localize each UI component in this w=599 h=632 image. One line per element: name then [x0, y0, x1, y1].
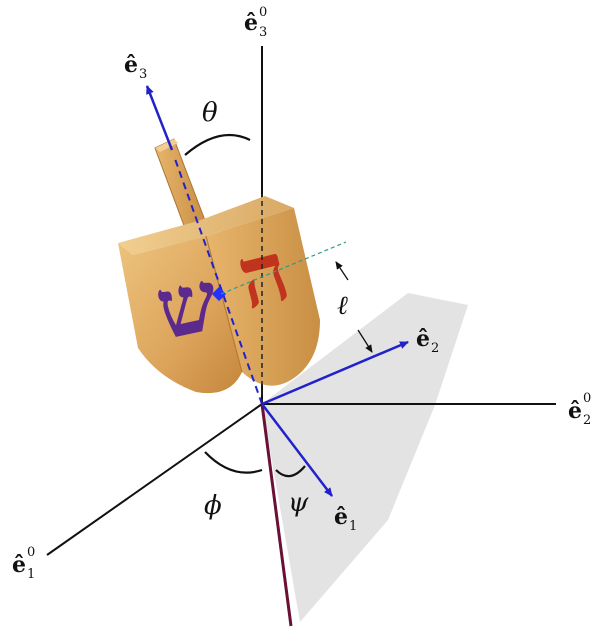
label-ell: ℓ [337, 291, 348, 321]
axis-e3-body [145, 85, 174, 151]
svg-text:ê: ê [244, 10, 258, 36]
label-e1-space: ê 1 0 [12, 545, 35, 582]
ell-arrow-up [335, 261, 349, 281]
svg-text:ê: ê [334, 504, 348, 530]
label-e1-body: ê 1 [334, 504, 357, 534]
svg-text:2: 2 [431, 341, 439, 356]
svg-text:ê: ê [12, 552, 26, 578]
dreidel-side-face [206, 208, 320, 386]
svg-text:ê: ê [124, 52, 138, 78]
svg-text:0: 0 [259, 5, 267, 20]
label-psi: ψ [288, 488, 309, 518]
ell-guide-line [220, 241, 347, 295]
svg-text:0: 0 [583, 391, 591, 406]
body-plane [262, 293, 468, 622]
symmetry-axis-dashed [173, 155, 263, 405]
phi-arc [204, 451, 263, 474]
axis-e2-body [261, 340, 409, 406]
svg-text:1: 1 [349, 519, 357, 534]
ell-arrow-down [357, 329, 373, 353]
psi-arc [275, 465, 306, 478]
axis-e1-space [46, 403, 263, 556]
center-of-mass-marker [211, 286, 227, 302]
label-phi: ϕ [204, 491, 222, 521]
theta-arc [184, 133, 251, 156]
svg-text:1: 1 [27, 567, 35, 582]
line-of-nodes [260, 403, 293, 627]
dreidel-top-face [118, 196, 294, 255]
svg-text:3: 3 [259, 25, 267, 40]
axis-e1-body [261, 403, 333, 497]
label-e2-space: ê 2 0 [568, 391, 591, 428]
label-e3-space: ê 3 0 [244, 5, 267, 40]
svg-text:2: 2 [583, 413, 591, 428]
dreidel: ש ה [118, 138, 320, 394]
label-theta: θ [202, 98, 218, 128]
svg-text:ê: ê [416, 326, 430, 352]
svg-text:ê: ê [568, 398, 582, 424]
label-e2-body: ê 2 [416, 326, 439, 356]
label-e3-body: ê 3 [124, 52, 147, 82]
svg-text:0: 0 [27, 545, 35, 560]
svg-text:3: 3 [139, 67, 147, 82]
dreidel-front-face [118, 236, 242, 394]
dreidel-handle [154, 138, 207, 232]
